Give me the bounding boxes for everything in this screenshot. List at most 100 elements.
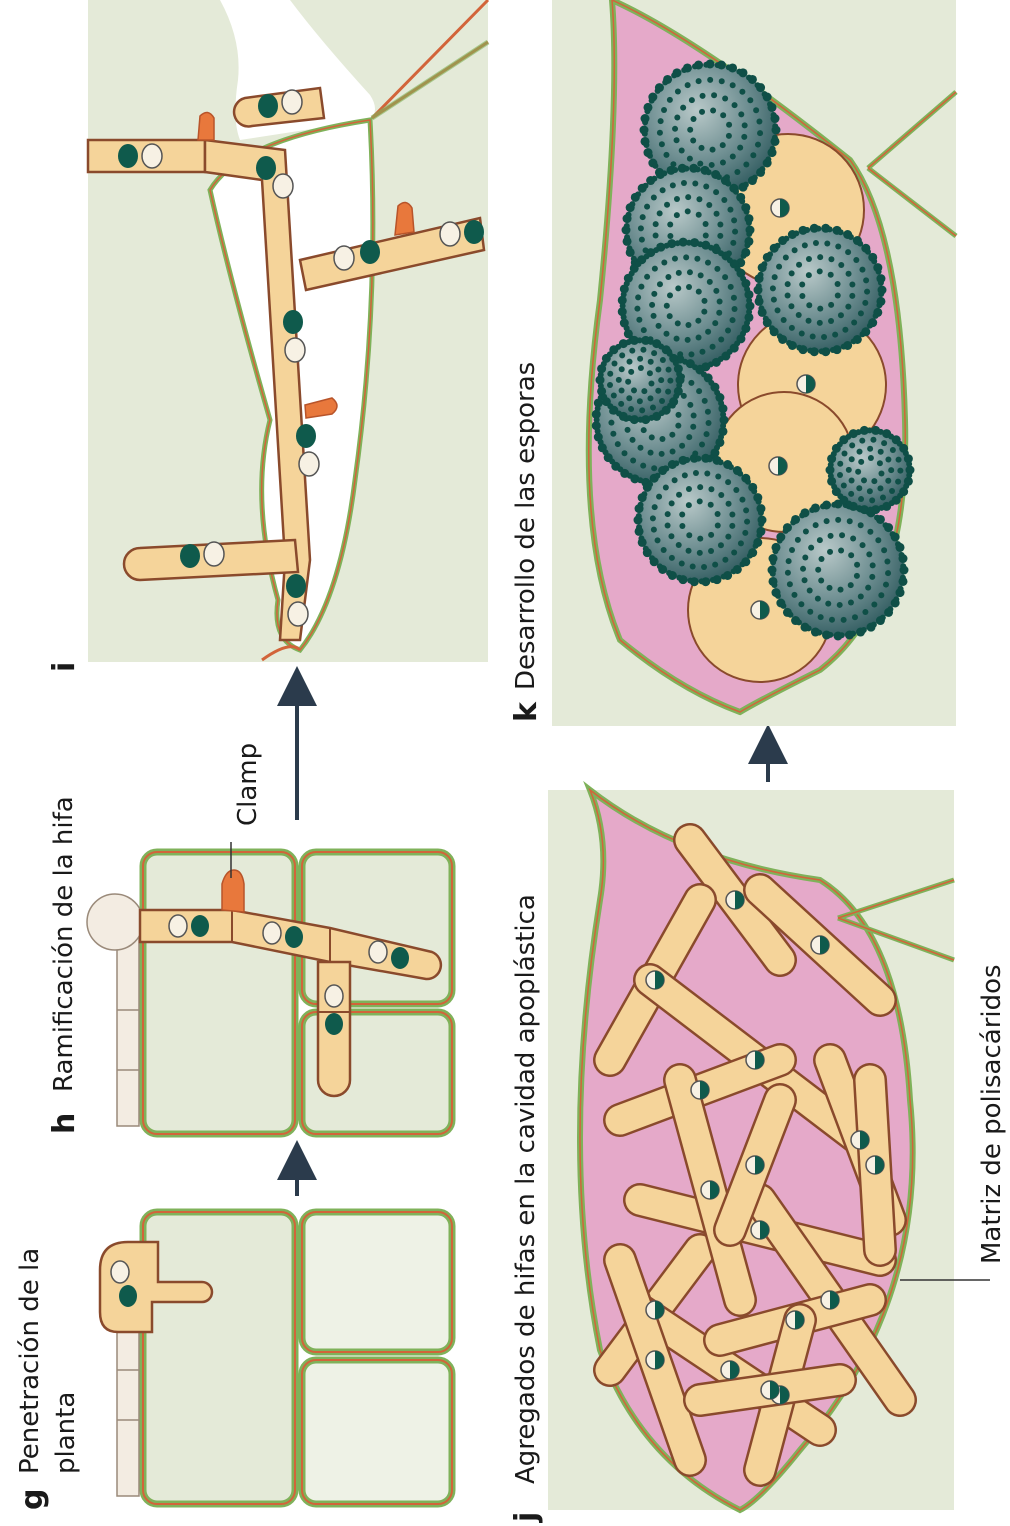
spore-dot [718, 337, 724, 343]
spore-dot [752, 175, 758, 181]
spore-dot [837, 461, 843, 467]
spore-dot [654, 473, 660, 479]
spore-dot [848, 582, 854, 588]
spore-dot [641, 327, 647, 333]
spore-dot [649, 302, 655, 308]
spore-dot [865, 585, 871, 591]
spore-dot [594, 417, 600, 423]
spore-dot [626, 395, 632, 401]
spore-dot [607, 371, 613, 377]
spore-dot [767, 251, 773, 257]
spore-dot [617, 466, 623, 472]
spore-dot [618, 401, 624, 407]
spore-dot [708, 361, 714, 367]
spore-dot [858, 522, 864, 528]
spore-dot [615, 441, 621, 447]
spore-dot [780, 603, 786, 609]
spore-dot [676, 542, 682, 548]
spore-dot [785, 292, 791, 298]
spore-dot [650, 515, 656, 521]
spore-dot [639, 407, 645, 413]
spore-dot [736, 69, 742, 75]
spore-dot [626, 212, 632, 218]
spore-dot [703, 62, 709, 68]
spore-dot [859, 438, 865, 444]
spore-dot [647, 481, 653, 487]
spore-dot [725, 534, 731, 540]
spore-dot [655, 537, 661, 543]
spore-dot [616, 377, 622, 383]
spore-dot [878, 280, 884, 286]
spore-dot [607, 403, 613, 409]
spore-dot [875, 537, 881, 543]
spore-dot [787, 612, 793, 618]
spore-dot [658, 377, 664, 383]
spore-dot [835, 517, 841, 523]
spore-dot [799, 282, 805, 288]
spore-dot [883, 522, 889, 528]
spore-dot [647, 370, 653, 376]
spore-dot [665, 389, 671, 395]
spore-dot [726, 122, 732, 128]
spore-dot [696, 289, 702, 295]
spore-dot [731, 217, 737, 223]
spore-dot [703, 232, 709, 238]
panel-j-title: Agregados de hifas en la cavidad apoplás… [511, 894, 541, 1484]
spore-dot [649, 555, 655, 561]
spore-dot [697, 550, 703, 556]
spore-dot [845, 434, 851, 440]
spore-dot [676, 270, 682, 276]
spore-dot [694, 256, 700, 262]
spore-dot [743, 182, 749, 188]
spore-dot [704, 431, 710, 437]
spore-dot [643, 546, 649, 552]
spore-dot [854, 562, 860, 568]
spore-dot [706, 420, 712, 426]
spore-dot [828, 318, 834, 324]
spore-dot [845, 304, 851, 310]
spore-dot [740, 331, 746, 337]
spore-dot [621, 292, 627, 298]
spore-dot [679, 148, 685, 154]
spore-dot [803, 528, 809, 534]
spore-dot [897, 441, 903, 447]
spore-dot [714, 445, 720, 451]
spore-dot [672, 256, 678, 262]
spore-dot [884, 558, 890, 564]
spore-dot [697, 498, 703, 504]
spore-dot [878, 429, 884, 435]
spore-dot [598, 383, 604, 389]
spore-dot [739, 198, 745, 204]
spore-dot [705, 409, 711, 415]
spore-dot [641, 491, 647, 497]
spore-dot [718, 542, 724, 548]
spore-dot [624, 223, 630, 229]
spore-dot [728, 464, 734, 470]
panel-letter-g: g [15, 1489, 50, 1510]
spore-dot [806, 272, 812, 278]
spore-dot [747, 97, 753, 103]
spore-dot [906, 472, 912, 478]
spore-dot [739, 89, 745, 95]
spore-dot [663, 485, 669, 491]
spore-dot [690, 564, 696, 570]
spore-dot [717, 299, 723, 305]
spore-dot [718, 492, 724, 498]
spore-dot [714, 390, 720, 396]
spore-dot [806, 625, 812, 631]
spore-dot [841, 344, 847, 350]
spore-dot [686, 240, 692, 246]
spore-dot [666, 570, 672, 576]
spore-dot [697, 536, 703, 542]
spore-dot [831, 502, 837, 508]
spore-dot [662, 79, 668, 85]
spore-dot [846, 271, 852, 277]
spore-dot [681, 180, 687, 186]
spore-dot [846, 501, 852, 507]
spore-dot [781, 317, 787, 323]
spore-dot [758, 521, 764, 527]
spore-dot [676, 382, 682, 388]
spore-dot [659, 436, 665, 442]
spore-dot [638, 225, 644, 231]
spore-dot [709, 162, 715, 168]
